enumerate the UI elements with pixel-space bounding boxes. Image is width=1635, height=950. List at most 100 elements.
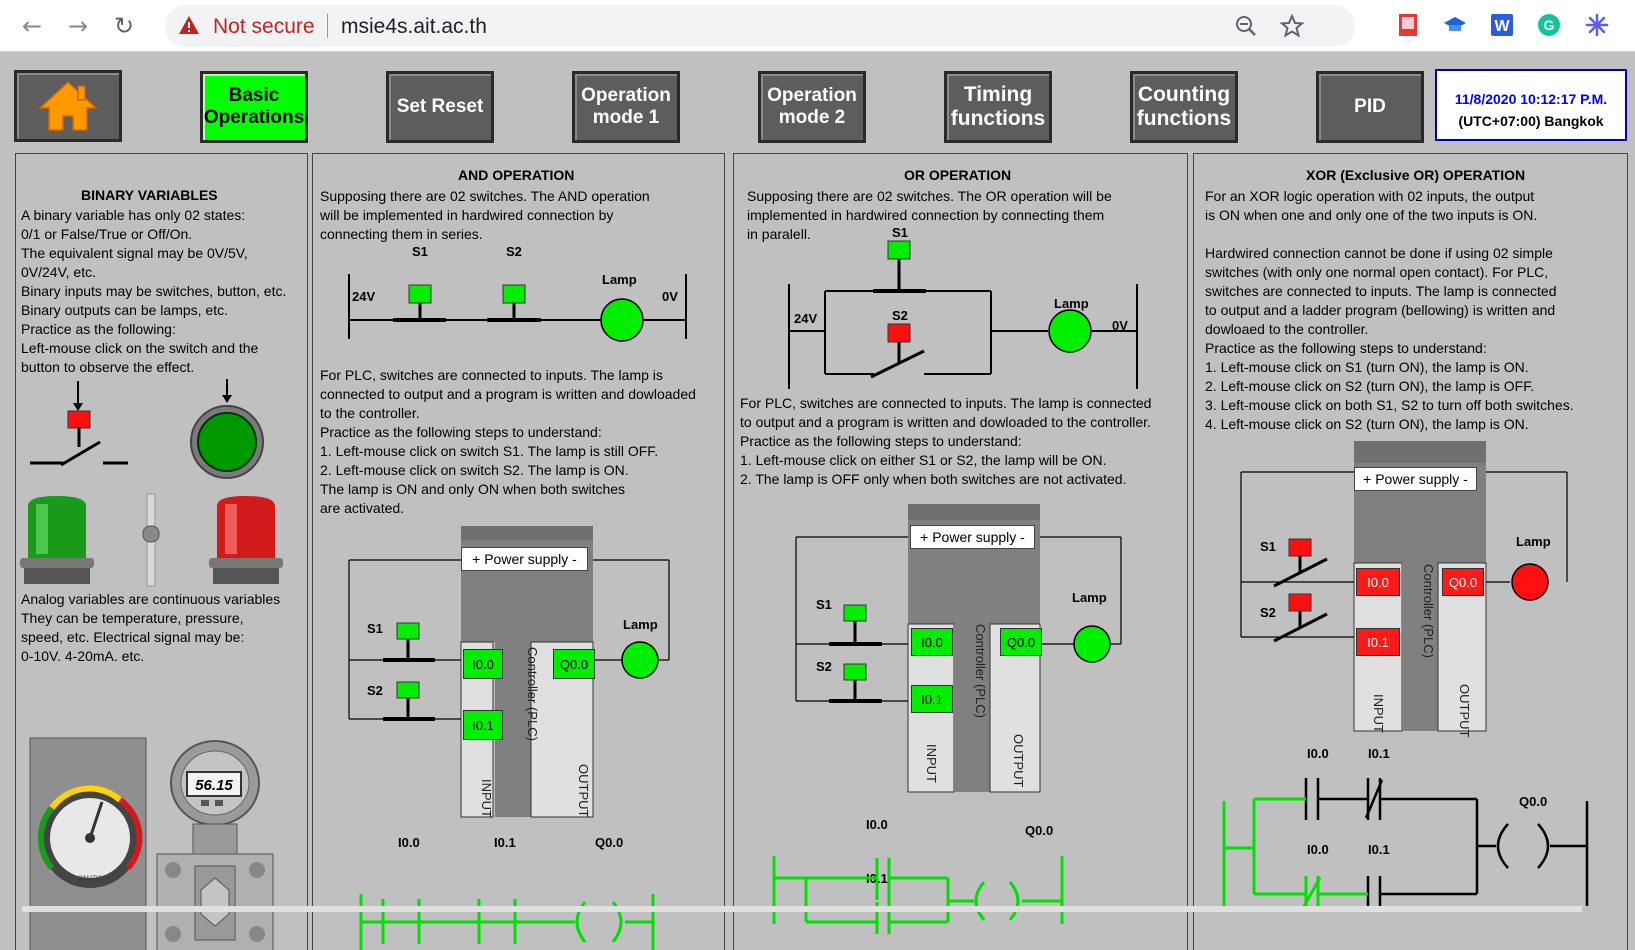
xor-ladder-r2-i00: I0.0 [1307, 842, 1329, 857]
xor-s2-switch[interactable] [1288, 593, 1312, 612]
or-0v-label: 0V [1112, 318, 1128, 333]
xor-ladder-q00: Q0.0 [1519, 794, 1548, 809]
or-power-supply: + Power supply - [910, 525, 1035, 549]
and-output-q00: Q0.0 [553, 649, 595, 679]
or-plc-s2-switch[interactable] [843, 663, 867, 681]
back-arrow-icon[interactable]: ← [21, 12, 43, 40]
and-plc-s2-switch[interactable] [396, 681, 420, 699]
or-plc-s1-switch[interactable] [843, 604, 867, 622]
set-reset-button[interactable]: Set Reset [386, 71, 494, 143]
xor-operation-panel: XOR (Exclusive OR) OPERATION For an XOR … [1193, 153, 1628, 950]
pid-button[interactable]: PID [1316, 71, 1424, 143]
clock-datetime: 11/8/2020 10:12:17 P.M. [1454, 91, 1608, 107]
clock-display: 11/8/2020 10:12:17 P.M. (UTC+07:00) Bang… [1435, 69, 1627, 141]
and-s1-label: S1 [412, 244, 428, 259]
xor-input-label: INPUT [1371, 694, 1386, 733]
sparkle-extension-icon[interactable] [1585, 13, 1609, 37]
xor-plc-lamp [1511, 563, 1549, 601]
svg-text:G: G [1544, 17, 1555, 33]
or-hardwired-circuit [788, 240, 1138, 389]
grammarly-icon[interactable]: G [1537, 13, 1561, 37]
or-output-q00: Q0.0 [1000, 628, 1042, 656]
transmitter-value: 56.15 [195, 777, 233, 794]
xor-controller-label: Controller (PLC) [1421, 564, 1436, 658]
xor-lamp-label: Lamp [1516, 534, 1551, 549]
xor-s2-label: S2 [1260, 605, 1276, 620]
pdf-extension-icon[interactable] [1396, 13, 1420, 37]
xor-title: XOR (Exclusive OR) OPERATION [1306, 167, 1526, 183]
word-extension-icon[interactable]: W [1490, 13, 1514, 37]
analog-slider[interactable] [137, 493, 167, 589]
clock-timezone: (UTC+07:00) Bangkok [1458, 113, 1604, 129]
and-24v-label: 24V [352, 289, 376, 304]
url-text[interactable]: msie4s.ait.ac.th [341, 15, 487, 38]
or-s1-switch[interactable] [887, 240, 911, 260]
and-ladder-q00: Q0.0 [595, 835, 624, 850]
xor-output-q00: Q0.0 [1442, 568, 1484, 596]
and-plc-lamp-label: Lamp [623, 617, 658, 632]
or-title: OR OPERATION [904, 167, 1012, 183]
or-output-label: OUTPUT [1011, 734, 1026, 788]
reload-icon[interactable]: ↻ [113, 12, 135, 40]
or-s2-label: S2 [892, 308, 908, 323]
forward-arrow-icon[interactable]: → [67, 12, 89, 40]
omnibox-separator [327, 14, 328, 38]
and-title: AND OPERATION [458, 167, 575, 183]
binary-description: A binary variable has only 02 states:0/1… [21, 207, 287, 375]
and-ladder-i01: I0.1 [494, 835, 516, 850]
or-plc-lamp-label: Lamp [1072, 590, 1107, 605]
or-24v-label: 24V [794, 311, 818, 326]
home-icon [38, 80, 98, 131]
and-ladder-diagram [359, 894, 655, 950]
or-plc-diagram [795, 504, 1122, 793]
binary-push-button[interactable] [189, 379, 269, 479]
and-output-label: OUTPUT [576, 764, 591, 818]
xor-input-i00: I0.0 [1356, 568, 1400, 596]
or-input-label: INPUT [924, 744, 939, 783]
or-plc-description: For PLC, switches are connected to input… [740, 395, 1152, 487]
and-s2-switch[interactable] [502, 284, 526, 304]
and-intro: Supposing there are 02 switches. The AND… [320, 188, 650, 242]
and-input-label: INPUT [479, 779, 494, 818]
xor-s1-switch[interactable] [1288, 538, 1312, 557]
xor-input-i01: I0.1 [1356, 628, 1400, 656]
or-input-i01: I0.1 [911, 685, 953, 713]
zoom-icon[interactable] [1235, 15, 1257, 37]
binary-switch[interactable] [28, 379, 138, 479]
green-beacon-lamp [20, 496, 94, 584]
and-input-i00: I0.0 [463, 649, 503, 679]
star-icon[interactable] [1279, 13, 1305, 38]
or-s1-label: S1 [892, 225, 908, 240]
or-hardwired-lamp [1048, 309, 1092, 353]
and-hardwired-lamp [600, 298, 644, 342]
xor-power-supply: + Power supply - [1354, 467, 1477, 491]
and-plc-s2-label: S2 [367, 683, 383, 698]
and-s1-switch[interactable] [408, 284, 432, 304]
gauge-brand: SIMATIC [78, 876, 103, 882]
and-plc-lamp [621, 641, 659, 679]
home-button[interactable] [14, 70, 122, 142]
xor-ladder-r1-i01: I0.1 [1368, 746, 1390, 761]
pressure-transmitter: 56.15 [156, 740, 274, 950]
and-lamp-label: Lamp [602, 272, 637, 287]
and-operation-panel: AND OPERATION Supposing there are 02 swi… [312, 153, 725, 950]
horizontal-scrollbar[interactable] [22, 906, 1582, 912]
security-label: Not secure [213, 15, 315, 38]
address-bar[interactable]: Not secure msie4s.ait.ac.th [165, 5, 1355, 47]
and-hardwired-circuit [348, 274, 687, 342]
warning-icon [179, 16, 199, 34]
and-input-i01: I0.1 [463, 710, 503, 740]
and-plc-s1-switch[interactable] [396, 622, 420, 640]
and-0v-label: 0V [662, 289, 678, 304]
or-ladder-i00: I0.0 [866, 817, 888, 832]
or-s2-switch[interactable] [887, 323, 911, 343]
graduation-cap-icon[interactable] [1443, 13, 1467, 37]
xor-s1-label: S1 [1260, 539, 1276, 554]
binary-title: BINARY VARIABLES [81, 187, 218, 203]
